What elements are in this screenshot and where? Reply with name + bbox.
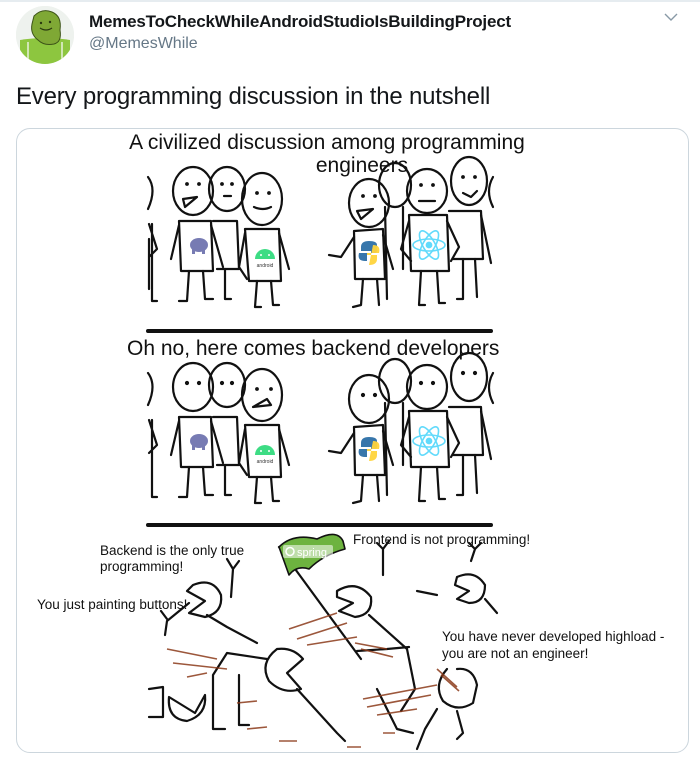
- avatar[interactable]: [16, 6, 74, 64]
- tweet-menu-button[interactable]: [662, 10, 680, 24]
- speech-highload-1: You have never developed highload -: [442, 629, 665, 644]
- speech-frontend-not-programming: Frontend is not programming!: [353, 532, 531, 547]
- speech-highload-2: you are not an engineer!: [442, 646, 589, 661]
- svg-text:android: android: [257, 459, 274, 465]
- panel-1-title: A civilized discussion among programming: [129, 131, 525, 154]
- tweet-media-card[interactable]: android android: [16, 128, 689, 753]
- panel-3-fight: [147, 533, 499, 751]
- panel-2-title: Oh no, here comes backend developers: [127, 337, 500, 360]
- speech-backend-2: programming!: [100, 559, 184, 574]
- android-logo: android: [255, 249, 275, 269]
- panel-1-title-line2: engineers: [315, 154, 409, 177]
- top-divider: [0, 0, 700, 2]
- panel-1-figures: [146, 155, 495, 309]
- svg-text:android: android: [257, 263, 274, 269]
- panel-2-figures: [146, 351, 495, 505]
- python-logo: [358, 241, 380, 265]
- spring-logo: spring: [283, 545, 333, 559]
- speech-painting-buttons: You just painting buttons!: [37, 597, 188, 612]
- chevron-down-icon: [664, 13, 678, 21]
- php-elephant-logo: [190, 238, 208, 254]
- tweet-text: Every programming discussion in the nuts…: [16, 83, 491, 110]
- meme-illustration: android android: [146, 155, 499, 751]
- svg-text:spring: spring: [297, 547, 327, 559]
- author-handle[interactable]: @MemesWhile: [89, 35, 198, 52]
- splatter: [166, 612, 460, 748]
- speech-backend-1: Backend is the only true: [100, 543, 245, 558]
- forever-alone-android-avatar-icon: [16, 6, 74, 64]
- author-display-name[interactable]: MemesToCheckWhileAndroidStudioIsBuilding…: [89, 12, 511, 31]
- react-logo: [412, 230, 446, 260]
